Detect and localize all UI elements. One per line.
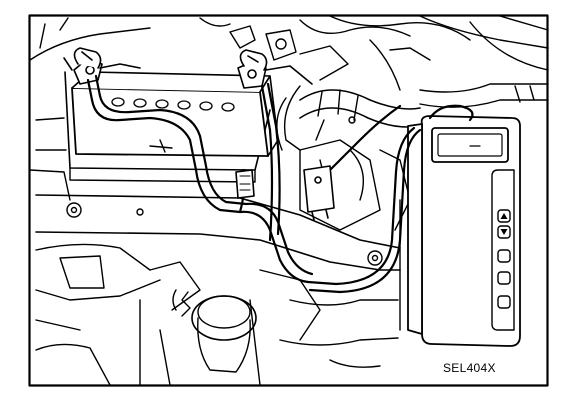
engine-bay-background — [29, 15, 549, 386]
battery-cell-caps — [111, 97, 235, 112]
battery — [71, 71, 279, 157]
clip-negative — [73, 47, 102, 69]
tester-cables — [86, 74, 474, 294]
clip-positive — [239, 49, 268, 71]
ground-clip — [235, 169, 255, 199]
tester-keypad — [497, 209, 511, 309]
battery-tester — [407, 115, 521, 347]
figure-reference-code: SEL404X — [443, 361, 496, 375]
key-1 — [497, 249, 511, 263]
figure-border — [28, 14, 549, 387]
cable-connector — [303, 165, 335, 221]
key-2 — [497, 271, 511, 285]
key-3 — [497, 295, 511, 309]
